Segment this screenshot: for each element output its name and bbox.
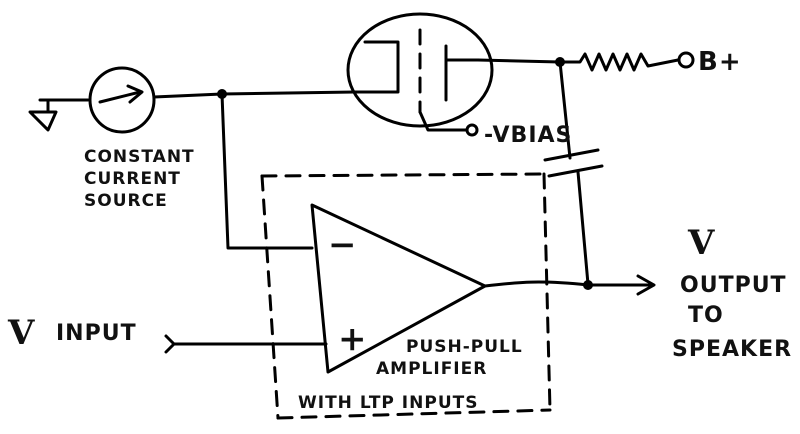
capacitor-icon bbox=[543, 148, 604, 178]
feedback-wire bbox=[220, 92, 314, 250]
constant-current-source-icon bbox=[46, 66, 224, 134]
amplifier-label-1: PUSH-PULL bbox=[406, 337, 523, 357]
output-v-symbol: V bbox=[687, 223, 715, 263]
wire-to-tube bbox=[220, 90, 357, 96]
cap-lower-wire bbox=[576, 170, 590, 286]
inverting-input-sign: − bbox=[328, 225, 358, 265]
ground-symbol bbox=[28, 98, 58, 132]
plate-wire bbox=[476, 58, 562, 64]
input-label: INPUT bbox=[56, 321, 137, 346]
v-bias-label: -VBIAS bbox=[484, 123, 572, 148]
output-label-1: OUTPUT bbox=[680, 273, 787, 298]
resistor-icon bbox=[558, 52, 680, 72]
output-arrow-icon bbox=[636, 274, 656, 296]
amplifier-dashed-box bbox=[260, 172, 552, 420]
current-source-label-2: CURRENT bbox=[84, 169, 181, 189]
current-source-label-3: SOURCE bbox=[84, 191, 168, 211]
vacuum-tube-icon bbox=[346, 12, 494, 128]
amplifier-triangle-icon bbox=[310, 203, 487, 374]
input-v-symbol: V bbox=[7, 313, 35, 353]
b-plus-label: B+ bbox=[698, 47, 742, 77]
amplifier-label-2: AMPLIFIER bbox=[376, 359, 487, 379]
bias-lead bbox=[418, 110, 468, 132]
noninverting-input-sign: + bbox=[338, 319, 368, 359]
bias-terminal bbox=[465, 123, 479, 137]
cap-upper-wire bbox=[558, 60, 572, 160]
b-plus-terminal bbox=[677, 51, 695, 69]
output-label-3: SPEAKER bbox=[672, 337, 792, 362]
current-source-label-1: CONSTANT bbox=[84, 147, 195, 167]
amplifier-label-3: WITH LTP INPUTS bbox=[298, 393, 478, 413]
output-wire bbox=[483, 280, 652, 288]
output-label-2: TO bbox=[688, 303, 724, 328]
